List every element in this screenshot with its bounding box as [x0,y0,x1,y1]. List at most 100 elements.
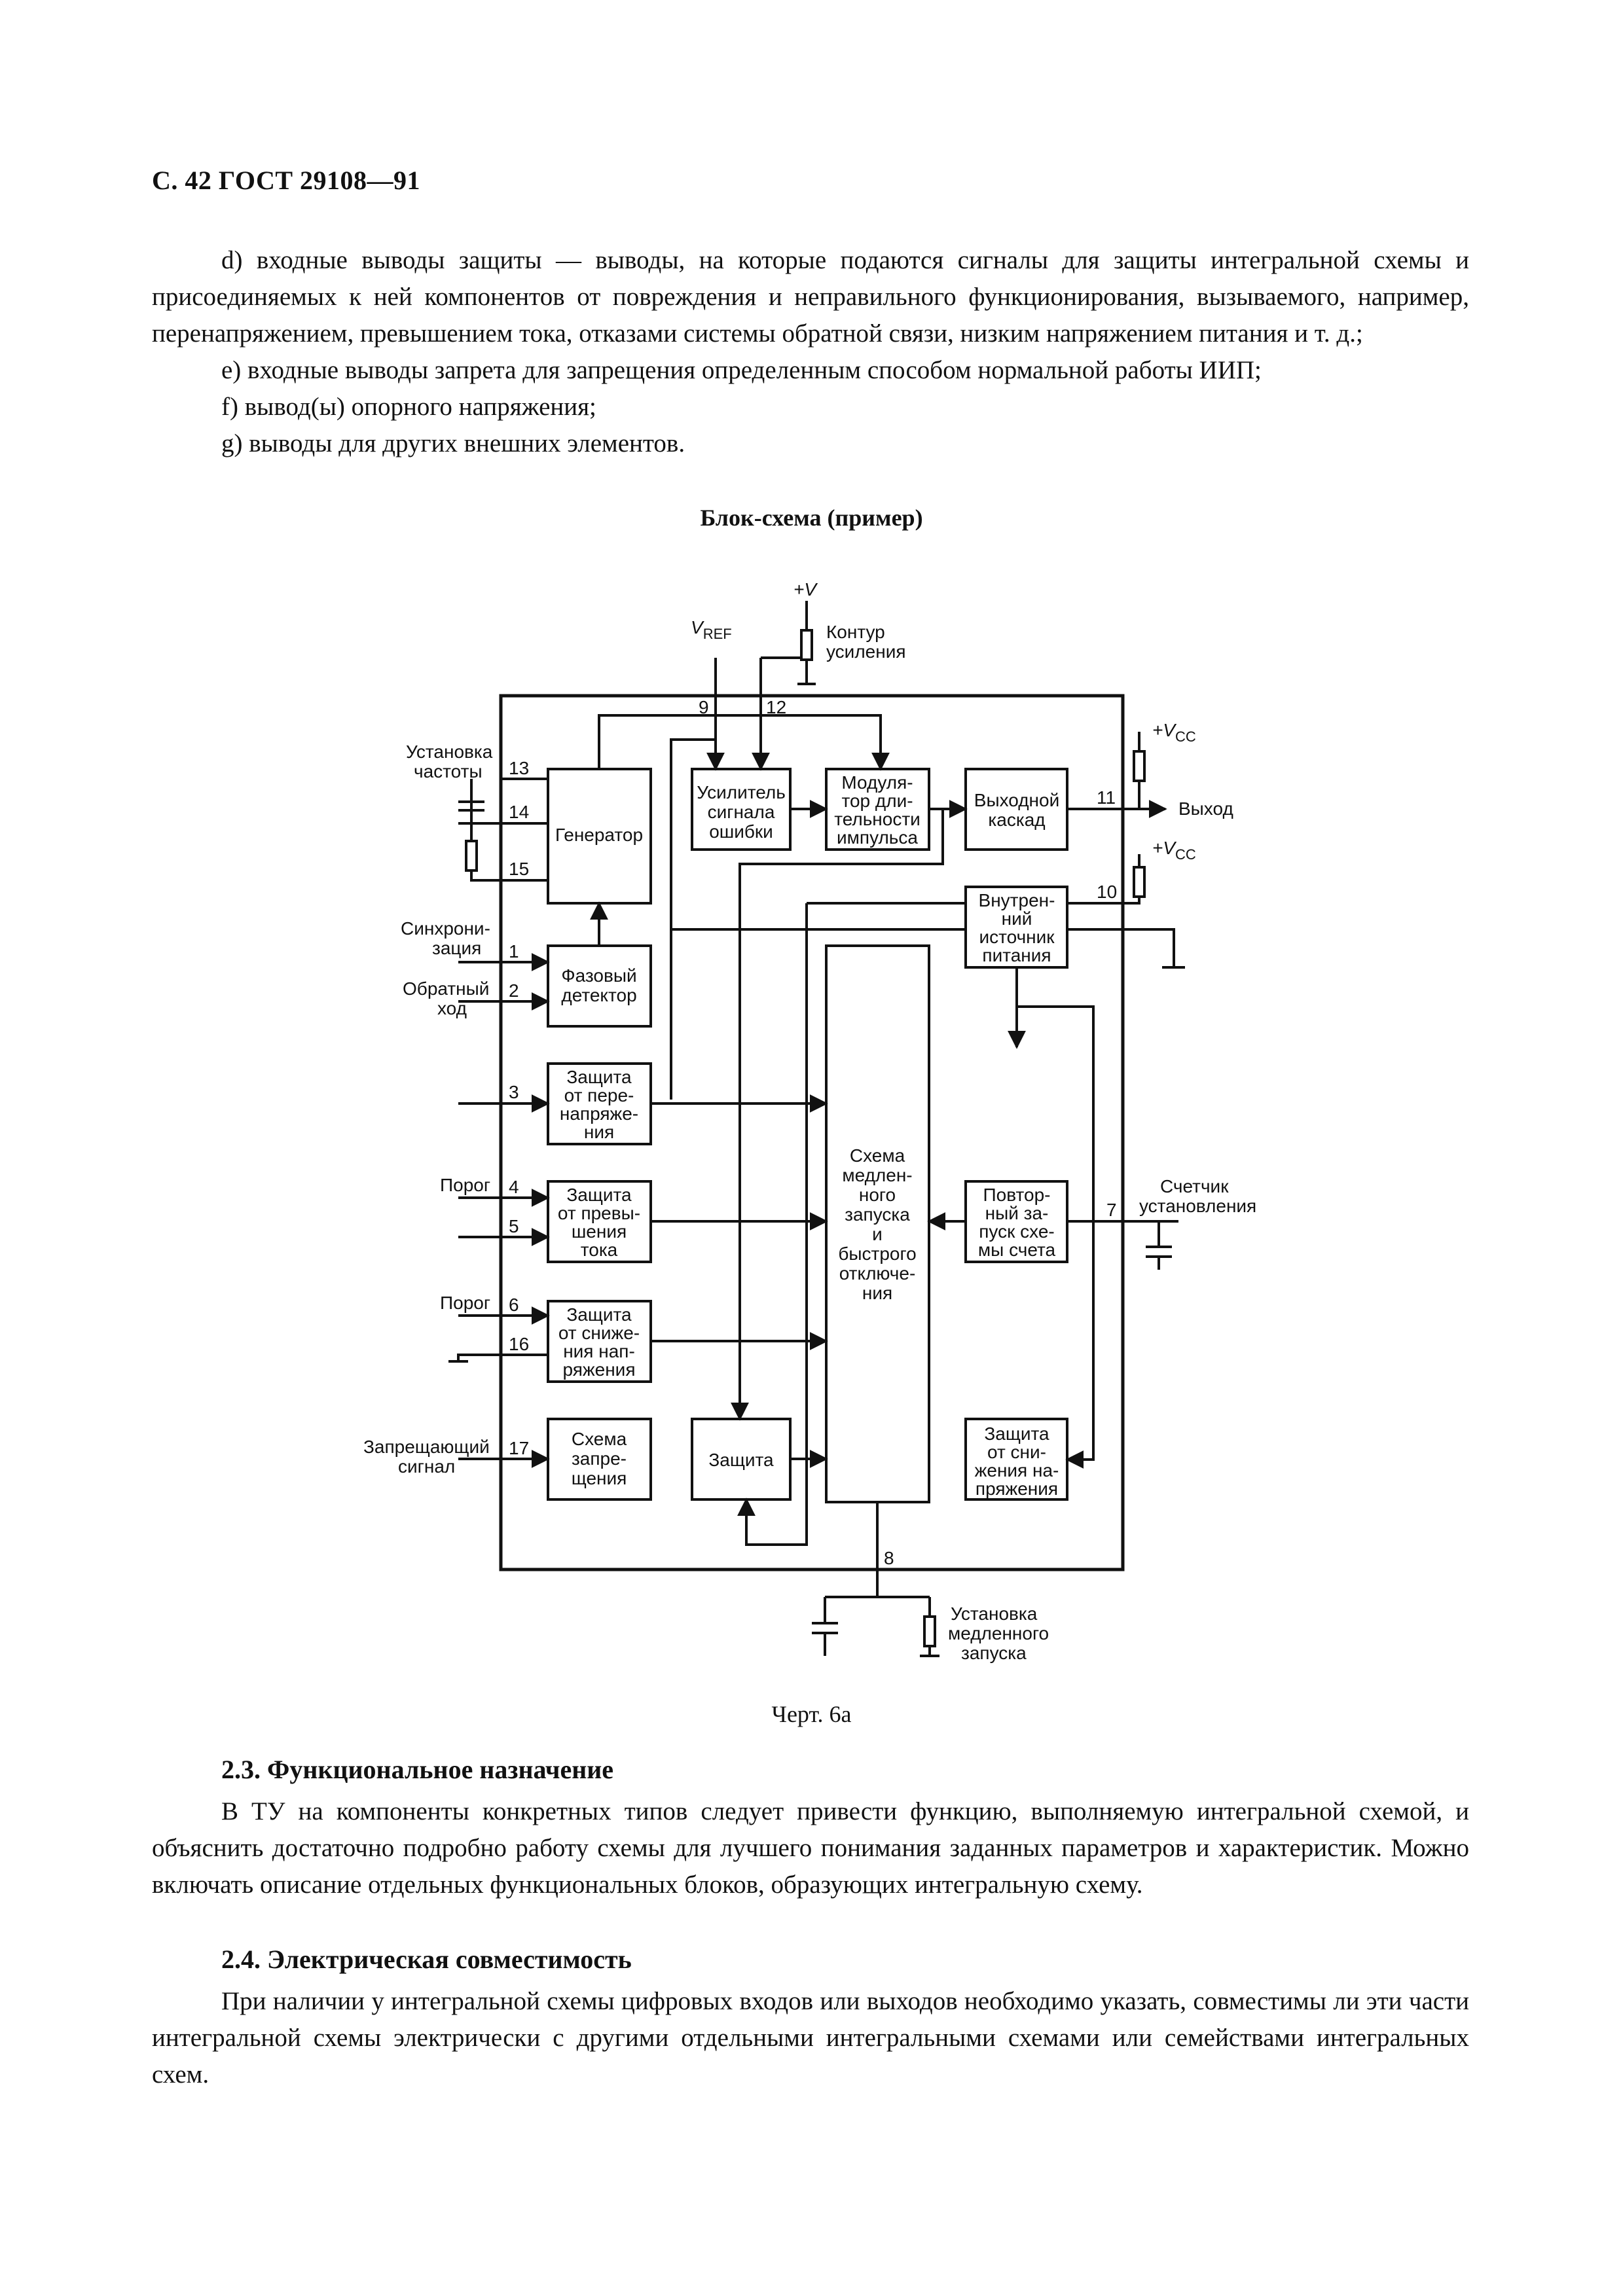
output-stage-label-1: Выходной [974,790,1059,810]
softstart-label-5: и [872,1224,883,1244]
freq-setting-label-2: частоты [414,761,483,781]
undervoltage2-label-3: жения на- [975,1460,1059,1480]
list-item-f: f) вывод(ы) опорного напряжения; [221,393,596,421]
softstart-setting-label-2: медленного [948,1623,1049,1643]
pin-14: 14 [509,802,529,822]
restart-label-2: ный за- [985,1203,1049,1223]
softstart-setting-label-3: запуска [961,1643,1027,1663]
chip-outline [499,694,1125,1571]
overvoltage-label-2: от пере- [564,1085,634,1105]
section-2-3-body: В ТУ на компоненты конкретных типов след… [152,1793,1469,1903]
list-item-d: d) входные выводы защиты — выводы, на ко… [152,246,1469,348]
internal-supply-label-1: Внутрен- [979,890,1055,910]
vplus-label: +V [793,579,818,600]
counter-label-1: Счетчик [1160,1176,1229,1196]
freq-setting-label-1: Установка [406,742,493,762]
overcurrent-label-3: шения [572,1221,627,1242]
pwm-label-3: тельности [834,809,921,829]
phase-detector-label-2: детектор [561,985,636,1005]
pin-3: 3 [509,1082,519,1102]
gain-contour-label-2: усиления [826,641,906,662]
protection-label: Защита [708,1450,774,1470]
internal-supply-label-4: питания [982,945,1051,965]
pin-15: 15 [509,859,529,879]
softstart-label-6: быстрого [838,1244,916,1264]
pwm-label-2: тор дли- [841,791,913,811]
internal-supply-label-3: источник [979,927,1055,947]
pin-6: 6 [509,1295,519,1315]
figure-caption: Черт. 6а [771,1701,852,1727]
inhibit-label-2: запре- [572,1448,627,1469]
pin-9: 9 [699,697,709,717]
pin-2: 2 [509,980,519,1001]
error-amp-label-3: ошибки [709,821,773,842]
overcurrent-label-1: Защита [566,1185,632,1205]
softstart-label-8: ния [862,1283,892,1303]
flyback-label-1: Обратный [403,978,489,999]
flyback-label-2: ход [437,998,467,1018]
softstart-label-7: отключе- [839,1263,916,1283]
pwm-label-1: Модуля- [841,772,913,793]
error-amp-label-2: сигнала [708,802,775,822]
section-2-4-body: При наличии у интегральной схемы цифровы… [152,1983,1469,2093]
pin-5: 5 [509,1216,519,1236]
inhibit-label-1: Схема [572,1429,627,1449]
undervoltage-label-3: ния нап- [563,1341,635,1361]
generator-label: Генератор [555,825,643,845]
section-2-4-text: При наличии у интегральной схемы цифровы… [152,1987,1469,2089]
inhibit-signal-label-2: сигнал [398,1456,455,1477]
restart-label-4: мы счета [978,1240,1056,1260]
section-2-4-heading: 2.4. Электрическая совместимость [221,1945,632,1974]
vcc1-label: +VCC [1152,720,1196,745]
gain-contour-label-1: Контур [826,622,885,642]
restart-label-3: пуск схе- [979,1221,1054,1242]
softstart-label-2: медлен- [842,1165,912,1185]
phase-detector-label-1: Фазовый [561,965,636,986]
pin-12: 12 [766,697,786,717]
counter-label-2: установления [1139,1196,1256,1216]
list-item-e: e) входные выводы запрета для запрещения… [221,356,1262,384]
error-amp-label-1: Усилитель [697,782,786,802]
overvoltage-label-1: Защита [566,1067,632,1087]
pin-7: 7 [1106,1200,1117,1220]
page-header: С. 42 ГОСТ 29108—91 [152,166,421,195]
softstart-setting-label-1: Установка [951,1604,1038,1624]
undervoltage-label-4: ряжения [563,1359,636,1380]
output-label: Выход [1178,798,1233,819]
list-item-g: g) выводы для других внешних элементов. [221,429,685,457]
undervoltage-label-1: Защита [566,1304,632,1325]
vcc2-label: +VCC [1152,838,1196,863]
overvoltage-label-3: напряже- [560,1103,638,1124]
wiring [448,601,1185,1657]
pin-8: 8 [884,1548,894,1568]
inhibit-signal-label-1: Запрещающий [363,1437,490,1457]
pin-11: 11 [1097,787,1116,808]
undervoltage2-label-2: от сни- [987,1442,1046,1462]
pin-10: 10 [1097,882,1117,902]
pin-list: d) входные выводы защиты — выводы, на ко… [152,242,1469,462]
overcurrent-label-2: от превы- [558,1203,640,1223]
pin-16: 16 [509,1334,529,1354]
threshold2-label: Порог [440,1293,490,1313]
diagram-title: Блок-схема (пример) [700,505,923,531]
pin-4: 4 [509,1177,519,1197]
inhibit-label-3: щения [572,1468,627,1488]
pin-17: 17 [509,1438,529,1458]
softstart-label-4: запуска [845,1204,910,1225]
overcurrent-label-4: тока [581,1240,618,1260]
softstart-label-1: Схема [850,1145,905,1166]
pin-13: 13 [509,758,529,778]
undervoltage2-label-4: пряжения [976,1479,1058,1499]
undervoltage-label-2: от сниже- [558,1323,640,1343]
pin-1: 1 [509,941,519,961]
softstart-label-3: ного [859,1185,896,1205]
vref-label: VREF [691,617,732,642]
section-2-3-text: В ТУ на компоненты конкретных типов след… [152,1797,1469,1899]
section-2-3-heading: 2.3. Функциональное назначение [221,1755,614,1784]
restart-label-1: Повтор- [983,1185,1051,1205]
pwm-label-4: импульса [837,827,918,848]
output-stage-label-2: каскад [988,810,1045,830]
sync-label-1: Синхрони- [401,918,490,939]
threshold1-label: Порог [440,1175,490,1195]
